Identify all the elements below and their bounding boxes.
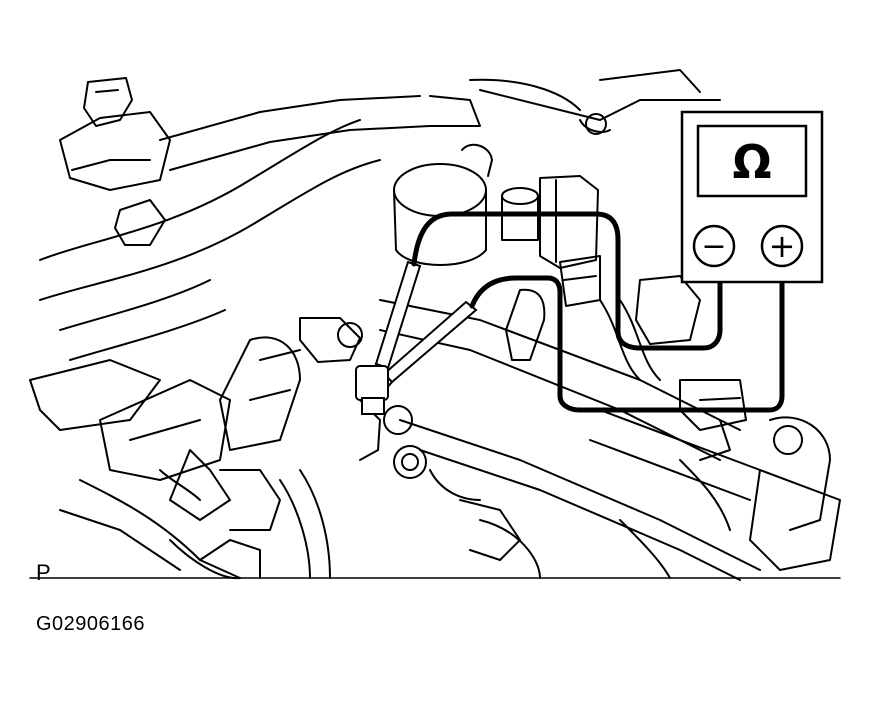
negative-terminal-icon <box>692 224 736 268</box>
positive-terminal-icon <box>760 224 804 268</box>
view-label: P <box>36 560 51 585</box>
ohm-symbol: Ω <box>732 135 771 189</box>
tester-leads <box>411 211 785 413</box>
positive-terminal-sign: + <box>769 227 796 265</box>
figure-code: G02906166 <box>36 613 146 635</box>
engine-bay-line-art <box>29 69 841 581</box>
sensor-terminal <box>355 365 389 415</box>
lead-wire-positive <box>469 275 785 413</box>
negative-terminal-sign: − <box>701 229 726 264</box>
lead-wire-negative <box>411 211 723 351</box>
ohmmeter: Ω − + <box>680 110 824 284</box>
ohmmeter-display <box>696 124 808 198</box>
